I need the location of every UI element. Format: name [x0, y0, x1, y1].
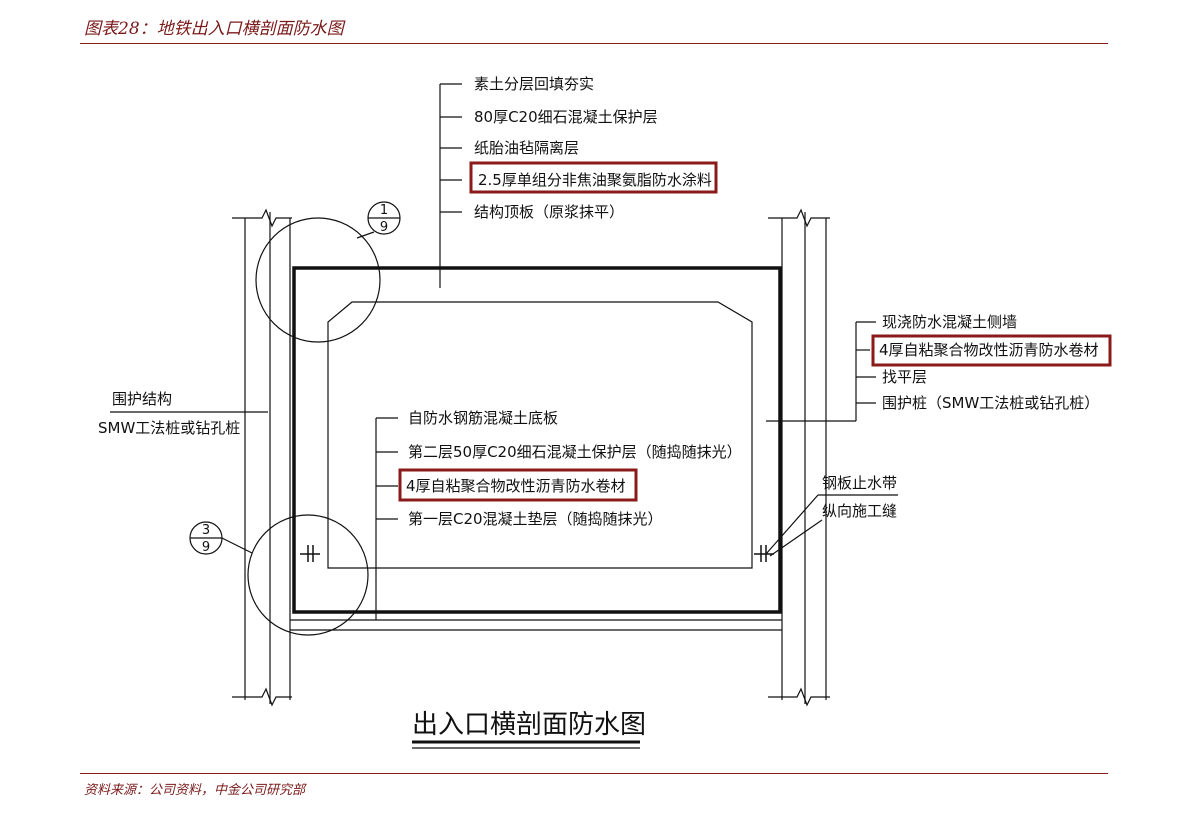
inner-opening-outline — [327, 301, 753, 569]
detail-circle-bottom — [247, 514, 369, 636]
header-rule — [80, 43, 1108, 44]
right-wall-layer-3: 找平层 — [882, 368, 927, 386]
left-label-line1: 围护结构 — [112, 390, 172, 408]
right-wall-layer-4: 围护桩（SMW工法桩或钻孔桩） — [882, 394, 1099, 412]
right-wall-layer-2: 4厚自粘聚合物改性沥青防水卷材 — [879, 341, 1099, 359]
footer-rule — [80, 773, 1108, 774]
floor-membrane-highlight — [398, 468, 638, 502]
left-label-line2: SMW工法桩或钻孔桩 — [98, 419, 240, 437]
roof-coating-highlight — [469, 161, 718, 194]
floor-layer-2: 第二层50厚C20细石混凝土保护层（随捣随抹光） — [408, 443, 742, 461]
floor-layer-3: 4厚自粘聚合物改性沥青防水卷材 — [406, 477, 626, 495]
roof-layer-2: 80厚C20细石混凝土保护层 — [474, 108, 658, 126]
roof-layer-1: 素土分层回填夯实 — [474, 75, 594, 93]
roof-layer-5: 结构顶板（原浆抹平） — [474, 203, 624, 221]
detail-circle-top — [255, 217, 381, 343]
detail-top-num: 1 — [380, 203, 388, 218]
detail-top-den: 9 — [380, 220, 388, 235]
roof-layer-4: 2.5厚单组分非焦油聚氨脂防水涂料 — [478, 171, 712, 189]
floor-layer-1: 自防水钢筋混凝土底板 — [408, 409, 558, 427]
figure-title: 图表28：地铁出入口横剖面防水图 — [84, 19, 344, 39]
outer-structure-outline — [292, 266, 782, 614]
floor-leader — [375, 417, 398, 620]
construction-joint-marks — [300, 545, 774, 562]
right-membrane-highlight — [871, 334, 1112, 367]
drawing-title: 出入口横剖面防水图 — [412, 710, 646, 740]
right-wall-leader — [766, 321, 876, 422]
detail-bottom-num: 3 — [202, 523, 210, 538]
right-retaining-wall — [768, 208, 830, 707]
detail-bottom-den: 9 — [202, 540, 210, 555]
figure-source: 资料来源：公司资料，中金公司研究部 — [84, 783, 306, 798]
floor-layer-4: 第一层C20混凝土垫层（随捣随抹光） — [408, 510, 663, 528]
right-wall-labels: 现浇防水混凝土侧墙 4厚自粘聚合物改性沥青防水卷材 找平层 围护桩（SMW工法桩… — [879, 313, 1099, 412]
floor-layer-labels: 自防水钢筋混凝土底板 第二层50厚C20细石混凝土保护层（随捣随抹光） 4厚自粘… — [406, 409, 742, 528]
waterstop-line2: 纵向施工缝 — [822, 502, 897, 520]
roof-leader — [439, 83, 462, 288]
right-wall-layer-1: 现浇防水混凝土侧墙 — [882, 313, 1017, 331]
roof-layer-3: 纸胎油毡隔离层 — [474, 139, 579, 157]
detail-ref-bottom: 3 9 — [189, 521, 253, 555]
floor-base-layers — [290, 619, 782, 631]
roof-layer-labels: 素土分层回填夯实 80厚C20细石混凝土保护层 纸胎油毡隔离层 2.5厚单组分非… — [474, 75, 712, 221]
waterstop-leader — [765, 494, 898, 557]
left-retaining-wall — [232, 208, 292, 707]
detail-ref-top: 1 9 — [356, 201, 401, 239]
waterstop-line1: 钢板止水带 — [822, 474, 897, 492]
